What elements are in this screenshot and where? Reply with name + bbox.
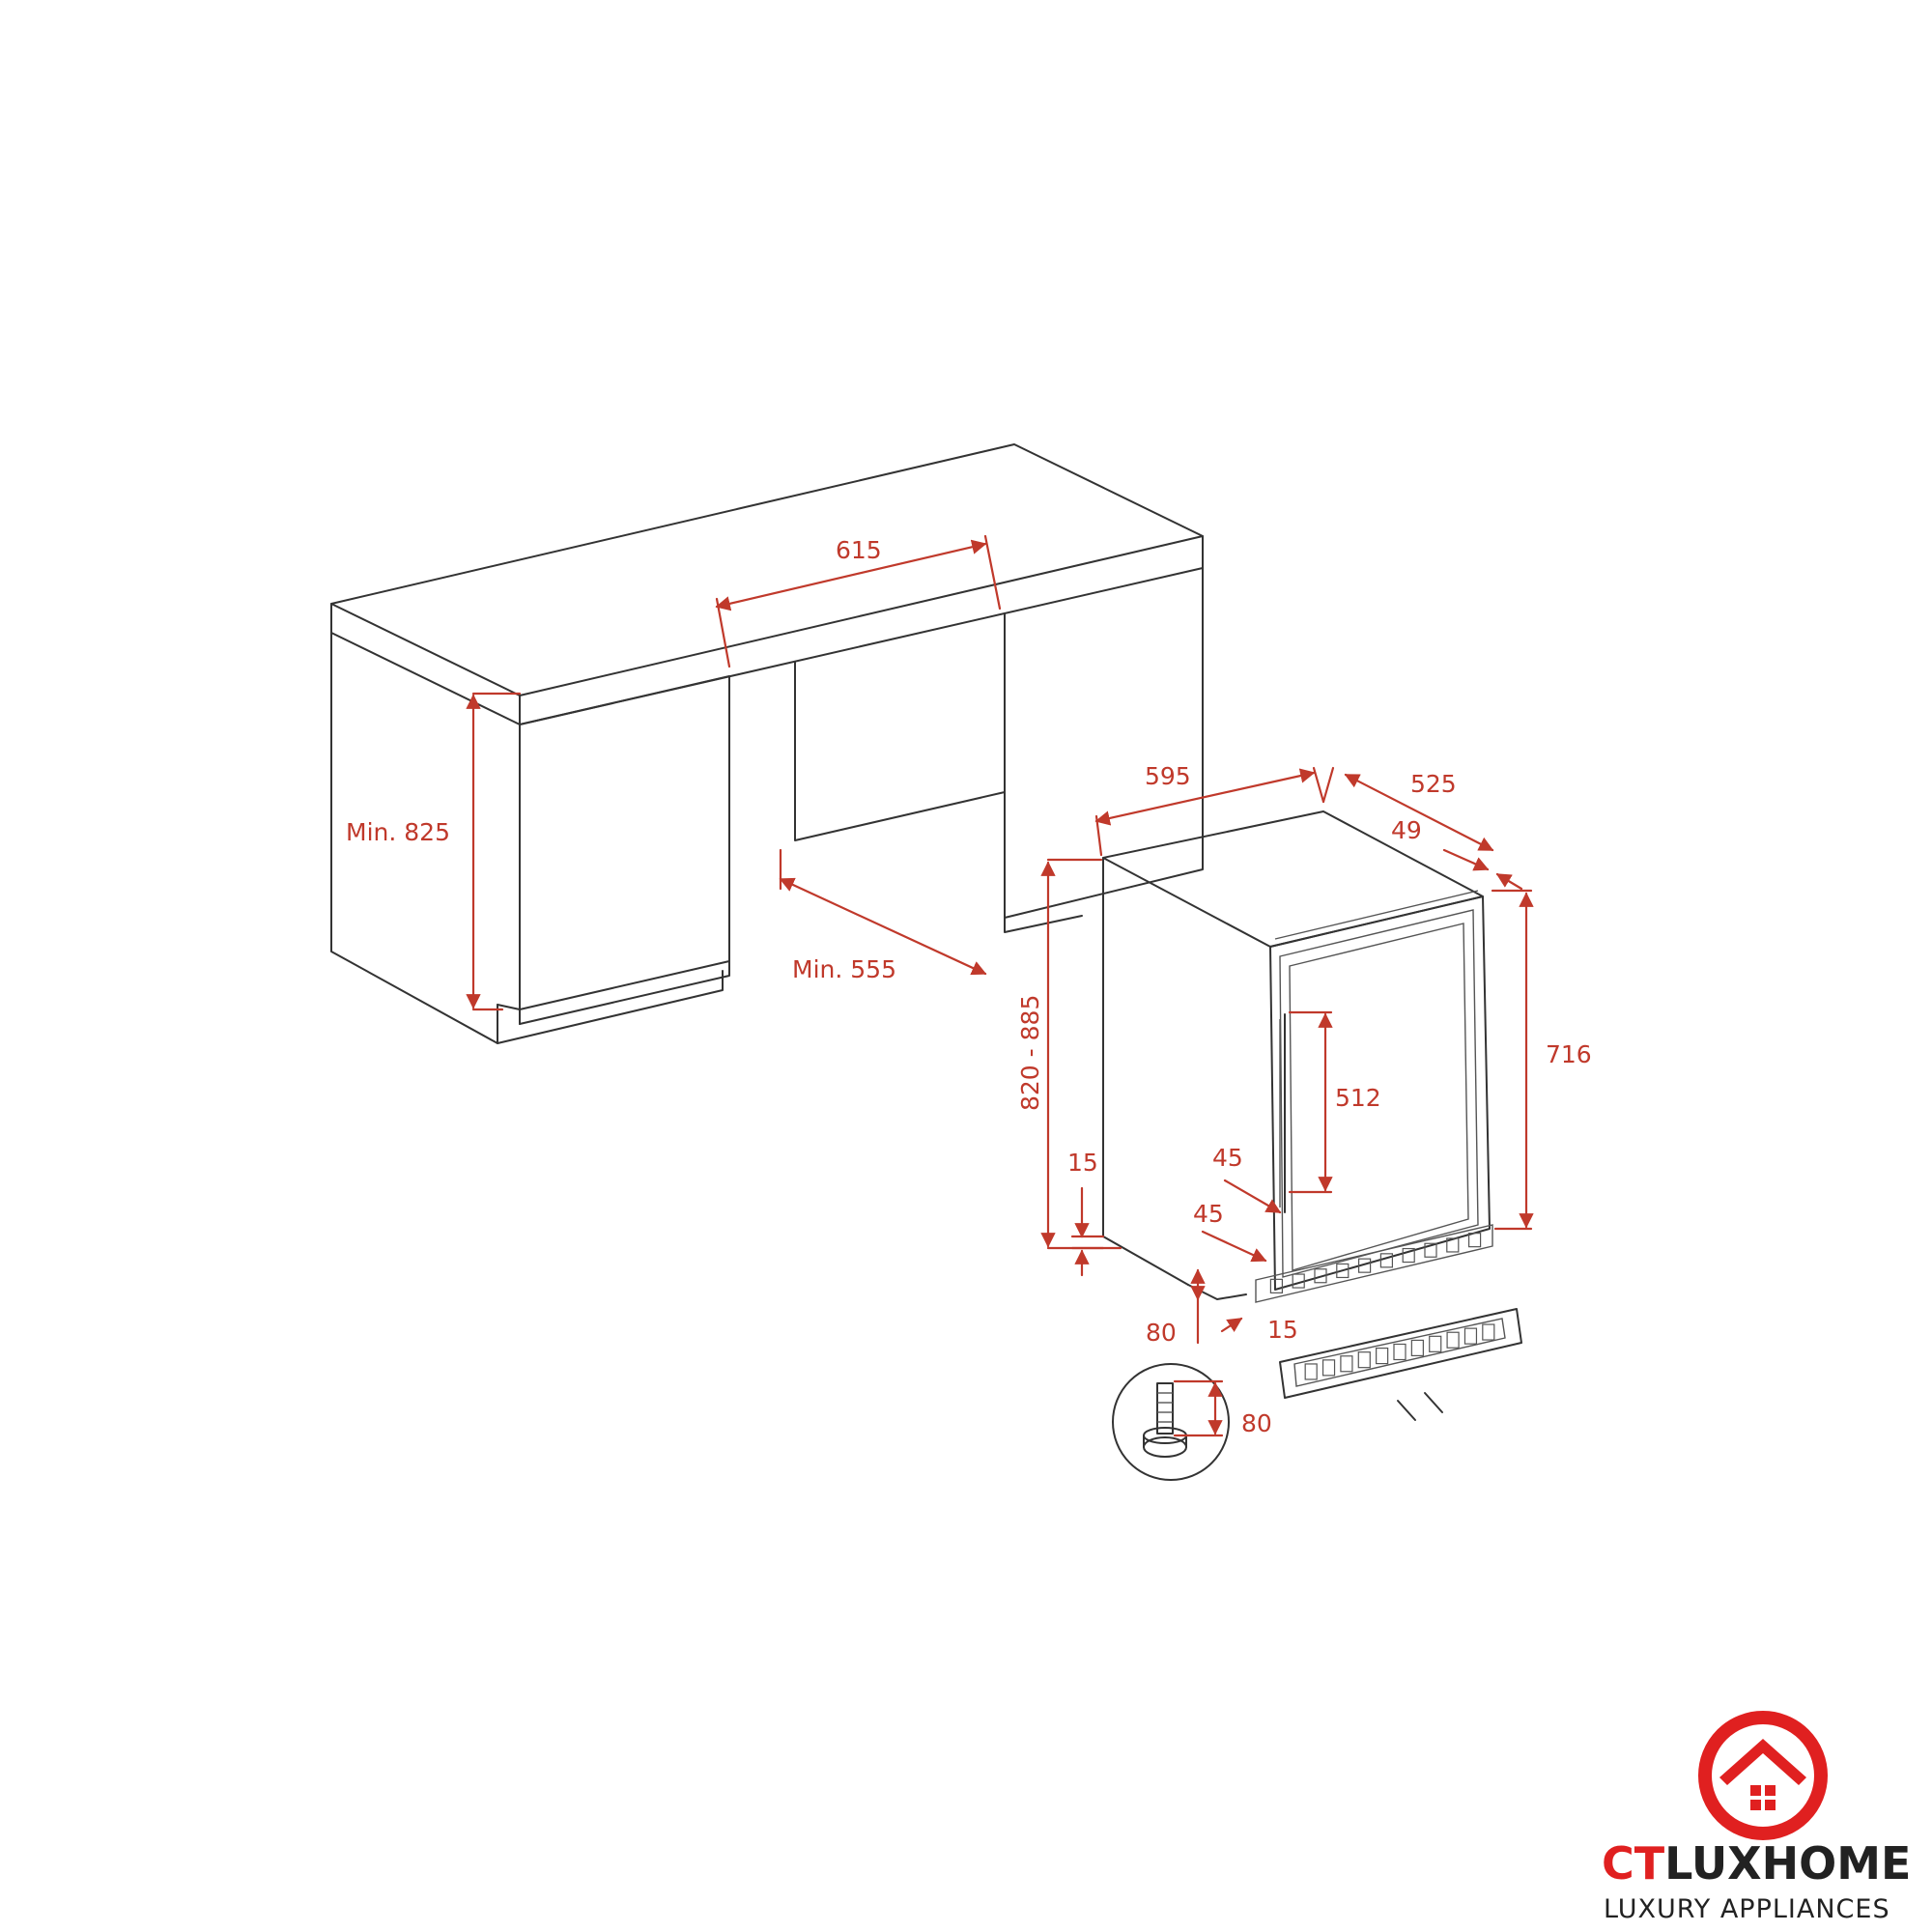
- grille-slot: [1424, 1242, 1437, 1258]
- logo-ring: [1698, 1711, 1828, 1840]
- label-door-depth: 49: [1391, 816, 1422, 844]
- grille-slot: [1393, 1343, 1406, 1361]
- grille-slot: [1292, 1273, 1305, 1289]
- foot-detail: [1112, 1363, 1230, 1481]
- label-appliance-depth: 525: [1410, 770, 1457, 798]
- grille-slot: [1379, 1253, 1394, 1268]
- dimension-labels: 615 Min. 825 Min. 555 595 525 49 820 - 8…: [346, 536, 1592, 1437]
- dimension-lines: [466, 534, 1534, 1437]
- brand-logo: CTLUXHOME LUXURY APPLIANCES: [1602, 1711, 1911, 1924]
- logo-name-luxhome: LUXHOME: [1664, 1837, 1911, 1889]
- grille-slot: [1482, 1323, 1495, 1341]
- label-foot-gap: 15: [1067, 1149, 1098, 1177]
- grille-slot: [1467, 1233, 1482, 1248]
- cooler-grille: [1255, 1224, 1493, 1303]
- grille-slot: [1357, 1351, 1371, 1369]
- wine-cooler: [1102, 810, 1493, 1303]
- svg-text:CTLUXHOME: CTLUXHOME: [1602, 1837, 1911, 1889]
- grille-slot: [1376, 1347, 1389, 1365]
- grille-slot: [1314, 1268, 1327, 1284]
- label-total-height: 820 - 885: [1016, 995, 1044, 1111]
- label-niche-width: 615: [836, 536, 882, 564]
- kitchen-cabinet: [330, 443, 1204, 1044]
- grille-slot: [1410, 1339, 1424, 1357]
- grille-slot: [1446, 1237, 1460, 1253]
- grille-slot: [1304, 1363, 1318, 1380]
- grille-slot: [1357, 1258, 1372, 1273]
- logo-tagline: LUXURY APPLIANCES: [1604, 1894, 1890, 1924]
- plinth-grille: [1279, 1308, 1522, 1399]
- grille-slot: [1269, 1278, 1284, 1293]
- window-icon: [1750, 1785, 1776, 1810]
- house-icon: [1719, 1739, 1806, 1785]
- grille-slot: [1340, 1355, 1353, 1373]
- label-plinth-gap: 15: [1267, 1316, 1298, 1344]
- grille-slot: [1429, 1335, 1442, 1352]
- label-foot-adjust: 80: [1241, 1409, 1272, 1437]
- label-min-height: Min. 825: [346, 818, 450, 846]
- label-min-depth: Min. 555: [792, 955, 896, 983]
- logo-name-ct: CT: [1602, 1837, 1665, 1889]
- label-handle-offset-top: 45: [1212, 1144, 1243, 1172]
- grille-slot: [1402, 1247, 1415, 1264]
- grille-slot: [1463, 1327, 1478, 1345]
- label-appliance-width: 595: [1145, 762, 1191, 790]
- label-plinth-height: 80: [1146, 1319, 1177, 1347]
- label-body-height: 716: [1546, 1040, 1592, 1068]
- screws-icon: [1397, 1392, 1443, 1421]
- label-handle-offset-bottom: 45: [1193, 1200, 1224, 1228]
- grille-slot: [1446, 1331, 1460, 1349]
- grille-slot: [1336, 1263, 1350, 1279]
- label-handle-length: 512: [1335, 1084, 1381, 1112]
- grille-slot: [1321, 1359, 1336, 1377]
